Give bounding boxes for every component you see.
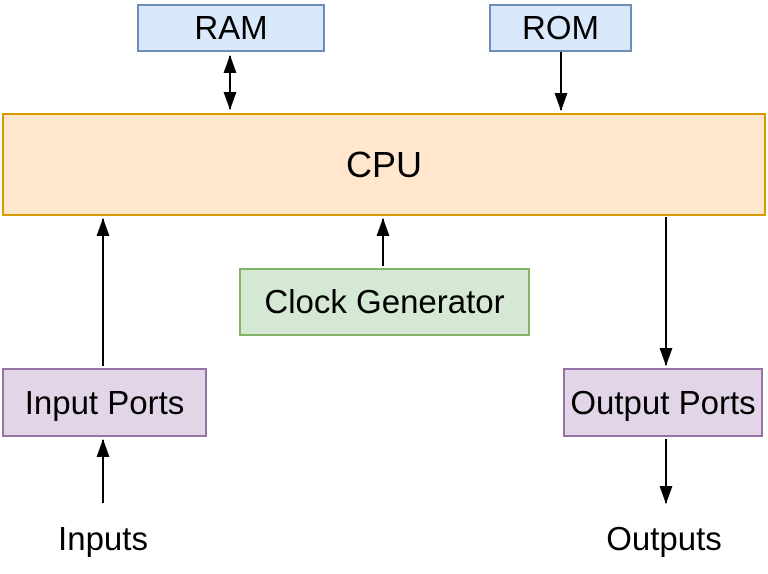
rom-label: ROM bbox=[522, 9, 599, 46]
ram-box: RAM bbox=[137, 4, 325, 52]
clock-generator-box: Clock Generator bbox=[239, 268, 530, 336]
cpu-label: CPU bbox=[345, 143, 422, 185]
input-ports-box: Input Ports bbox=[2, 368, 207, 437]
cpu-box: CPU bbox=[2, 113, 766, 216]
outputs-label: Outputs bbox=[606, 520, 722, 557]
output-ports-box: Output Ports bbox=[563, 368, 763, 437]
rom-box: ROM bbox=[489, 4, 632, 52]
ram-label: RAM bbox=[194, 9, 268, 46]
output-ports-label: Output Ports bbox=[570, 383, 756, 421]
input-ports-label: Input Ports bbox=[24, 383, 185, 421]
inputs-label: Inputs bbox=[58, 520, 148, 557]
clock-generator-label: Clock Generator bbox=[264, 283, 505, 320]
